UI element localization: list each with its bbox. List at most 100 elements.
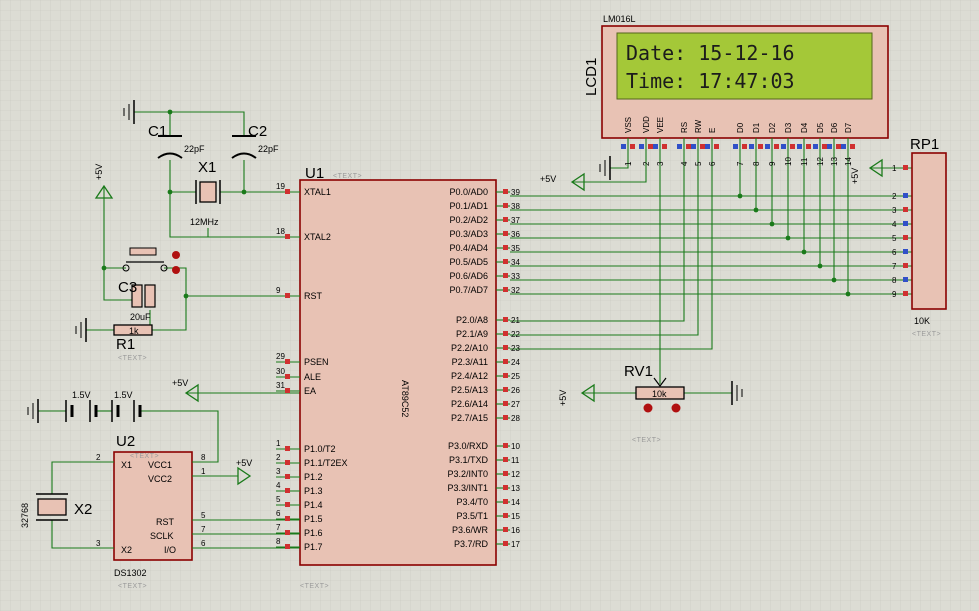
pin-marker bbox=[503, 259, 508, 264]
lcd-pin-name: VDD bbox=[642, 116, 651, 133]
r1-resistor[interactable]: 1k R1 <TEXT> bbox=[113, 324, 153, 362]
u1-left-pin-name: P1.1/T2EX bbox=[304, 458, 348, 468]
pin-marker bbox=[285, 516, 290, 521]
u2-pin-rst: RST bbox=[156, 517, 175, 527]
lcd-pin-number: 7 bbox=[736, 161, 745, 166]
pin-marker bbox=[841, 144, 846, 149]
pin-marker bbox=[503, 231, 508, 236]
lcd-pin-name: VEE bbox=[656, 117, 665, 133]
u1-right-pin-name: P3.5/T1 bbox=[456, 511, 488, 521]
pin-marker bbox=[749, 144, 754, 149]
u1-left-pin-name: P1.6 bbox=[304, 528, 323, 538]
pin-marker bbox=[639, 144, 644, 149]
u1-left-pin-number: 6 bbox=[276, 509, 281, 518]
pin-marker bbox=[806, 144, 811, 149]
lcd-pin-number: 4 bbox=[680, 161, 689, 166]
lcd-pin-number: 6 bbox=[708, 161, 717, 166]
lcd-pin-name: D2 bbox=[768, 122, 777, 133]
c3-capacitor[interactable]: C3 20uF bbox=[118, 279, 156, 322]
rv1-potentiometer[interactable]: 10k RV1 <TEXT> bbox=[624, 362, 685, 444]
pin-marker bbox=[714, 144, 719, 149]
u2-pinnum-x1: 2 bbox=[96, 453, 101, 462]
u1-right-pin-number: 38 bbox=[511, 202, 520, 211]
rp1-pin-number: 8 bbox=[892, 276, 897, 285]
rv1-text-placeholder: <TEXT> bbox=[632, 437, 661, 444]
u1-right-pin-number: 11 bbox=[511, 456, 520, 465]
u2-ref: U2 bbox=[116, 433, 135, 450]
c2-capacitor[interactable]: C2 22pF bbox=[231, 123, 279, 159]
u2-pinnum-sclk: 7 bbox=[201, 525, 206, 534]
lcd-pin-name: RS bbox=[680, 122, 689, 133]
pin-marker bbox=[285, 530, 290, 535]
u1-right-pin-name: P0.6/AD6 bbox=[449, 271, 488, 281]
x1-crystal[interactable]: X1 12MHz bbox=[190, 159, 221, 227]
c1-capacitor[interactable]: C1 22pF bbox=[148, 123, 205, 159]
u1-left-pin-name: P1.7 bbox=[304, 542, 323, 552]
lcd-pin-number: 14 bbox=[844, 157, 853, 166]
u2-pin-vcc1: VCC1 bbox=[148, 460, 172, 470]
pin-marker bbox=[653, 144, 658, 149]
pin-marker bbox=[790, 144, 795, 149]
u1-right-pin-number: 25 bbox=[511, 372, 520, 381]
c2-value: 22pF bbox=[258, 144, 279, 154]
lcd-pin-number: 1 bbox=[624, 161, 633, 166]
lcd-pin-number: 9 bbox=[768, 161, 777, 166]
u2-rtc[interactable]: U2 <TEXT> X1 X2 VCC1 VCC2 RST SCLK I/O 2… bbox=[96, 433, 206, 590]
lcd-pin-number: 13 bbox=[830, 157, 839, 166]
c3-value: 20uF bbox=[130, 312, 151, 322]
pin-marker bbox=[797, 144, 802, 149]
pin-marker bbox=[503, 359, 508, 364]
u1-right-pin-name: P0.3/AD3 bbox=[449, 229, 488, 239]
u1-left-pin-name: P1.5 bbox=[304, 514, 323, 524]
rv1-value: 10k bbox=[652, 389, 667, 399]
u2-text-placeholder: <TEXT> bbox=[118, 583, 147, 590]
lcd1-display[interactable]: LM016L <TEXT> Date: 15-12-16 Time: 17:47… bbox=[583, 14, 889, 166]
rv1-ref: RV1 bbox=[624, 363, 653, 380]
pin-marker bbox=[503, 415, 508, 420]
u2-pin-x1: X1 bbox=[121, 460, 132, 470]
x2-crystal[interactable]: X2 32768 bbox=[20, 493, 92, 528]
lcd-pin-number: 12 bbox=[816, 157, 825, 166]
ground-icon bbox=[27, 399, 39, 423]
u2-pinnum-vcc2: 1 bbox=[201, 467, 206, 476]
pin-marker bbox=[677, 144, 682, 149]
u1-right-pin-number: 33 bbox=[511, 272, 520, 281]
pin-marker bbox=[503, 401, 508, 406]
u1-microcontroller[interactable]: U1 <TEXT> AT89C52 19XTAL118XTAL29RST29PS… bbox=[276, 165, 520, 590]
pin-marker bbox=[758, 144, 763, 149]
u1-left-pin-number: 2 bbox=[276, 453, 281, 462]
u1-left-pin-name: P1.3 bbox=[304, 486, 323, 496]
pin-marker bbox=[686, 144, 691, 149]
u1-right-pin-name: P0.2/AD2 bbox=[449, 215, 488, 225]
pin-marker bbox=[503, 443, 508, 448]
pin-marker bbox=[503, 273, 508, 278]
power-label: +5V bbox=[94, 164, 104, 180]
u1-right-pin-name: P2.1/A9 bbox=[456, 329, 488, 339]
pin-marker bbox=[285, 234, 290, 239]
u1-right-pin-name: P3.7/RD bbox=[454, 539, 489, 549]
pin-marker bbox=[903, 207, 908, 212]
u1-left-pin-number: 31 bbox=[276, 381, 285, 390]
pin-marker bbox=[503, 387, 508, 392]
rp1-ref: RP1 bbox=[910, 136, 939, 153]
ground-symbols bbox=[27, 100, 743, 423]
u1-right-pin-name: P0.5/AD5 bbox=[449, 257, 488, 267]
u1-left-pin-number: 7 bbox=[276, 523, 281, 532]
pin-marker bbox=[503, 541, 508, 546]
u1-left-pin-number: 5 bbox=[276, 495, 281, 504]
power-label: +5V bbox=[172, 378, 188, 388]
battery-1[interactable]: 1.5V bbox=[65, 390, 98, 422]
battery-2[interactable]: 1.5V bbox=[111, 390, 142, 422]
lcd-pin-number: 5 bbox=[694, 161, 703, 166]
pin-marker bbox=[781, 144, 786, 149]
lcd-ref: LCD1 bbox=[583, 58, 600, 96]
c1-ref: C1 bbox=[148, 123, 167, 140]
lcd-pins: VSS1VDD2VEE3RS4RW5E6D07D18D29D310D411D51… bbox=[621, 116, 855, 166]
u1-left-pin-number: 3 bbox=[276, 467, 281, 476]
pin-marker bbox=[285, 388, 290, 393]
pin-marker bbox=[503, 513, 508, 518]
u1-right-pin-number: 24 bbox=[511, 358, 520, 367]
reset-button[interactable] bbox=[122, 247, 180, 274]
